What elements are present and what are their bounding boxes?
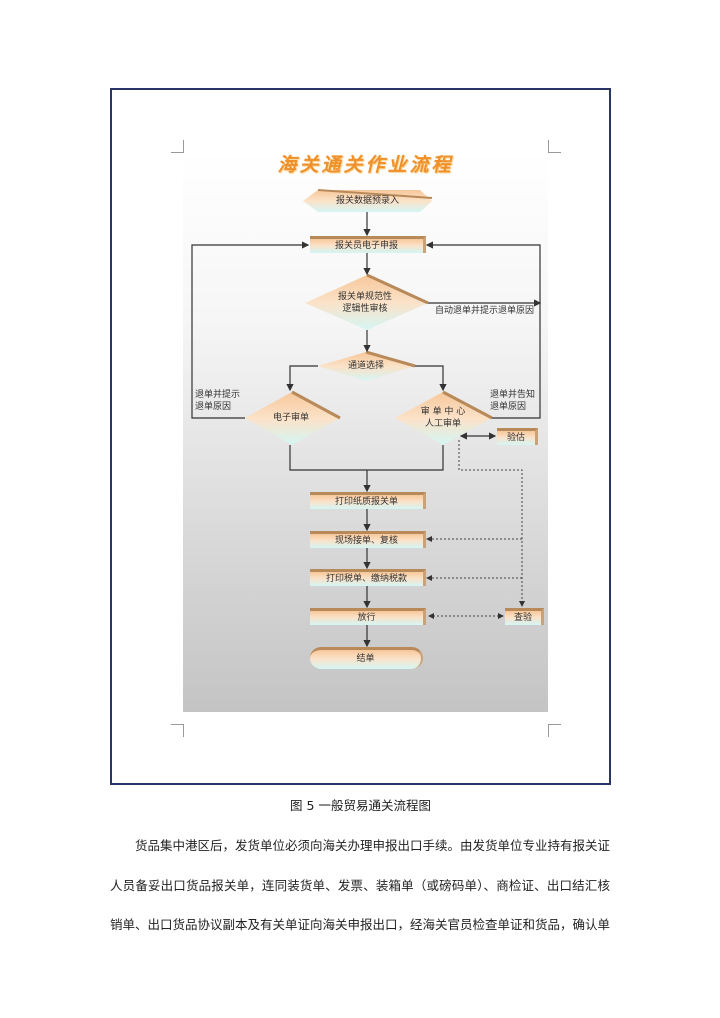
figure-caption: 图 5 一般贸易通关流程图 — [290, 798, 431, 813]
paragraph-line: 人员备妥出口货品报关单，连同装货单、发票、装箱单（或磅码单）、商检证、出口结汇核 — [110, 878, 610, 893]
label-left-return-line2: 退单原因 — [195, 402, 232, 413]
node-manual-audit: 审 单 中 心 人工审单 — [400, 403, 486, 433]
node-tax: 打印税单、缴纳税款 — [310, 569, 426, 586]
label-right-return-line1: 退单并告知 — [490, 390, 536, 400]
node-review-line2: 逻辑性审核 — [342, 304, 388, 314]
node-inspect: 查验 — [505, 608, 544, 625]
crop-mark — [171, 140, 184, 153]
node-e-declare: 报关员电子申报 — [310, 236, 426, 253]
node-release: 放行 — [310, 608, 426, 625]
node-manual-line1: 审 单 中 心 — [420, 406, 466, 417]
label-left-return: 退单并提示 退单原因 — [195, 389, 240, 413]
paragraph-line: 货品集中港区后，发货单位必须向海关办理申报出口手续。由发货单位专业持有报关证 — [135, 838, 611, 853]
node-pre-entry: 报关数据预录入 — [335, 195, 399, 206]
figure-frame — [110, 88, 611, 785]
crop-mark — [548, 140, 561, 153]
node-review: 报关单规范性 逻辑性审核 — [320, 288, 410, 318]
label-left-return-line1: 退单并提示 — [195, 390, 241, 400]
node-e-audit: 电子审单 — [272, 412, 309, 423]
node-print-form: 打印纸质报关单 — [310, 492, 426, 509]
crop-mark — [171, 724, 184, 737]
flowchart-title: 海关通关作业流程 — [277, 154, 454, 176]
node-onsite: 现场接单、复核 — [310, 531, 426, 548]
label-auto-return: 自动退单并提示退单原因 — [435, 306, 535, 316]
node-close: 结单 — [310, 647, 423, 669]
node-review-line1: 报关单规范性 — [337, 291, 392, 302]
paragraph-line: 销单、出口货品协议副本及有关单证向海关申报出口，经海关官员检查单证和货品，确认单 — [110, 917, 611, 932]
node-manual-line2: 人工审单 — [424, 419, 461, 429]
label-right-return-line2: 退单原因 — [490, 402, 527, 413]
crop-mark — [548, 724, 561, 737]
node-valuation: 验估 — [497, 428, 538, 445]
flowchart-background — [183, 150, 548, 712]
node-channel: 通道选择 — [347, 360, 384, 371]
label-right-return: 退单并告知 退单原因 — [490, 389, 535, 413]
